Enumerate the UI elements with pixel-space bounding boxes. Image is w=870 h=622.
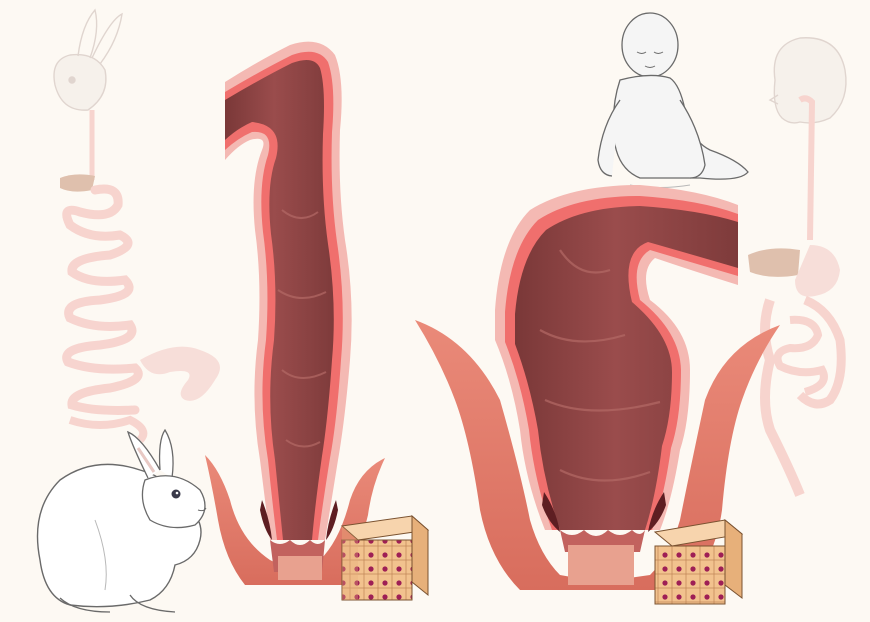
faded-human-head-icon [770, 38, 846, 123]
rabbit-anal-canal [278, 556, 322, 580]
human-anal-canal [568, 545, 634, 585]
